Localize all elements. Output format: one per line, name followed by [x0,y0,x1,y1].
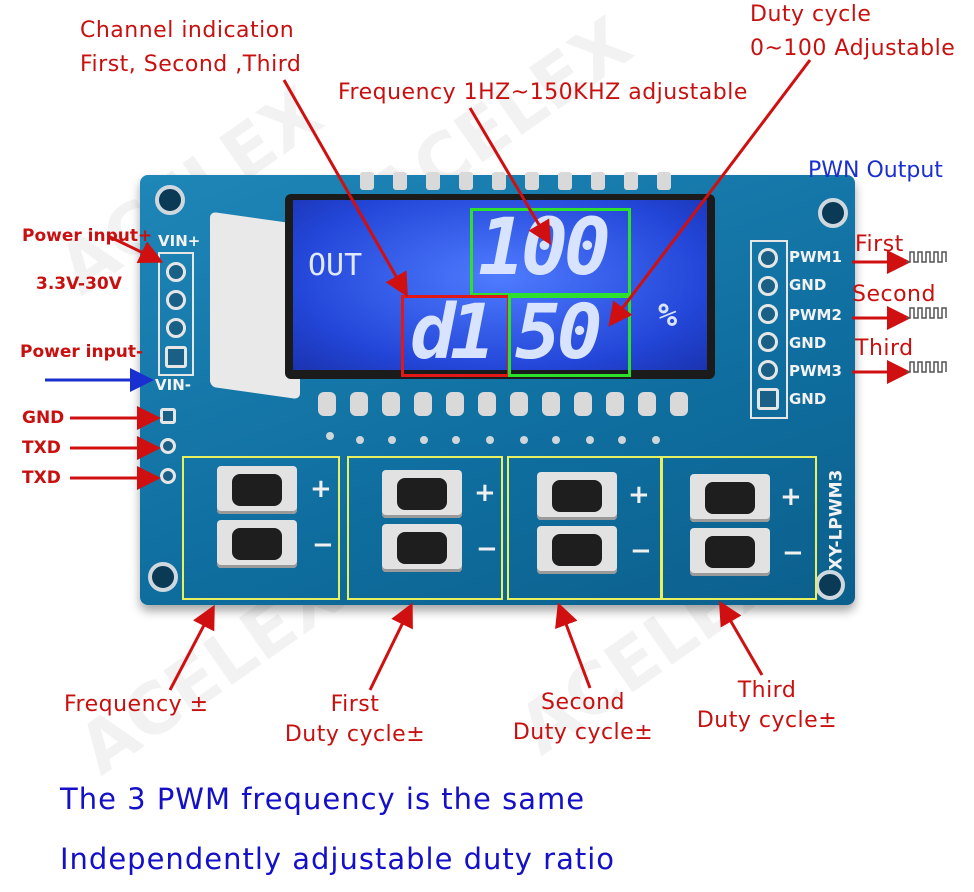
pwm-waveform-icon [906,251,947,373]
footer-line-2: Independently adjustable duty ratio [60,842,616,876]
pin [758,332,778,352]
pin [166,262,186,282]
pwn-output-label: PWN Output [808,158,943,183]
first-duty-plus-button[interactable] [382,470,462,518]
header-label-pwm1: PWM1 [789,248,842,266]
first-duty-label-line2: Duty cycle± [284,722,426,747]
lcd-channel-digits: d1 [410,287,495,376]
pin [758,360,778,380]
lcd-percent: % [658,296,678,334]
duty-highlight [508,295,631,377]
minus-sign: − [476,534,498,564]
pin [758,304,778,324]
second-duty-label-line1: Second [541,690,625,715]
duty-cycle-range: 0~100 Adjustable [750,36,956,61]
gnd-label: GND [22,408,65,428]
header-label-gnd: GND [789,390,827,408]
frequency-range-label: Frequency 1HZ~150KHZ adjustable [338,80,748,105]
power-header [158,252,194,376]
second-duty-minus-button[interactable] [537,526,617,574]
header-label-pwm2: PWM2 [789,306,842,324]
output-third-label: Third [855,336,914,361]
minus-sign: − [782,538,804,568]
second-duty-label-line2: Duty cycle± [512,720,654,745]
pin [758,276,778,296]
pin [758,248,778,268]
voltage-range-label: 3.3V-30V [36,274,122,294]
mounting-hole [148,562,178,592]
txd-label: TXD [22,438,61,458]
frequency-pm-label: Frequency ± [64,692,209,717]
first-duty-label-line1: First [330,692,380,717]
plus-sign: + [474,478,496,508]
txd-label: TXD [22,468,61,488]
third-duty-label-line2: Duty cycle± [696,708,838,733]
plus-sign: + [780,482,802,512]
minus-sign: − [630,536,652,566]
vin-minus-label: VIN- [155,376,191,394]
frequency-minus-button[interactable] [217,520,297,568]
lcd-duty-digits: 50 [515,287,602,376]
channel-indication-subtitle: First, Second ,Third [80,52,302,77]
header-label-pwm3: PWM3 [789,362,842,380]
first-duty-button-group [347,456,503,600]
second-duty-plus-button[interactable] [537,472,617,520]
lcd-screen [293,200,707,370]
output-first-label: First [855,232,904,257]
mounting-hole [818,198,848,228]
mounting-hole [815,570,845,600]
frequency-button-group [182,456,340,600]
txd-pad [160,468,176,484]
pin [757,388,779,410]
second-duty-button-group [507,456,663,600]
plus-sign: + [628,480,650,510]
pin [166,318,186,338]
lcd-out-label: OUT [308,248,363,283]
duty-cycle-title: Duty cycle [750,2,872,27]
output-header [750,240,788,419]
header-label-gnd: GND [789,334,827,352]
power-minus-label: Power input- [20,342,144,362]
header-label-gnd: GND [789,276,827,294]
third-duty-button-group [660,456,817,600]
frequency-highlight [470,208,631,296]
third-duty-minus-button[interactable] [690,528,770,576]
channel-indication-title: Channel indication [80,18,295,43]
plus-sign: + [310,474,332,504]
gnd-pad [160,408,176,424]
vin-plus-label: VIN+ [158,232,201,250]
first-duty-minus-button[interactable] [382,524,462,572]
minus-sign: − [312,530,334,560]
pin [166,290,186,310]
output-second-label: Second [852,282,936,307]
pin [165,346,187,368]
power-plus-label: Power input+ [22,226,153,246]
third-duty-plus-button[interactable] [690,474,770,522]
frequency-plus-button[interactable] [217,466,297,514]
third-duty-label-line1: Third [737,678,797,703]
footer-line-1: The 3 PWM frequency is the same [60,782,586,816]
mounting-hole [155,185,185,215]
txd-pad [160,438,176,454]
